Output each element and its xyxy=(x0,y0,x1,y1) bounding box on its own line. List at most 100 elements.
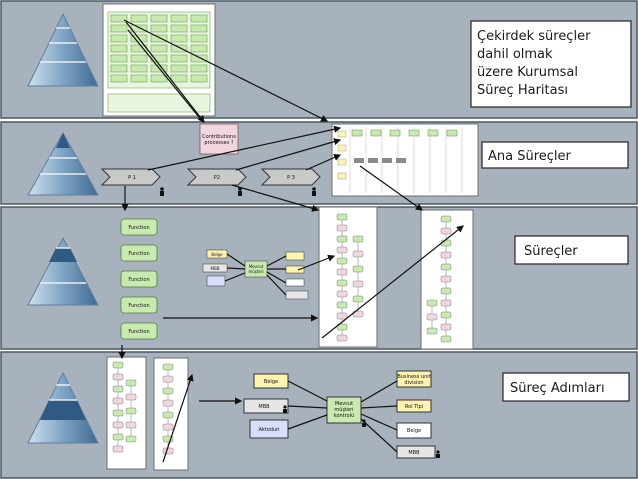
flow-node xyxy=(112,373,124,381)
map-cell xyxy=(150,44,168,53)
map-cell xyxy=(150,24,168,33)
function-box xyxy=(120,322,158,340)
matrix-cell xyxy=(370,129,382,137)
map-cell xyxy=(110,24,128,33)
map-cell xyxy=(170,74,188,83)
pyramid-icon xyxy=(27,131,99,196)
function-label: Function xyxy=(128,303,149,309)
matrix-bar xyxy=(354,158,364,163)
svg-text:MBB: MBB xyxy=(258,404,270,410)
document-box xyxy=(396,422,432,439)
pyramid-icon xyxy=(27,371,99,444)
flow-node xyxy=(162,399,174,407)
function-label: Function xyxy=(128,251,149,257)
svg-text:MBB: MBB xyxy=(211,266,220,271)
flow-node xyxy=(352,295,364,303)
matrix-cell xyxy=(351,129,363,137)
map-cell xyxy=(190,24,208,33)
zoom-arrows xyxy=(118,19,464,463)
level-title-4: Süreç Adımları xyxy=(510,381,605,396)
pyramid-icon xyxy=(27,12,99,87)
level-title-box-1 xyxy=(470,20,632,108)
svg-text:Aktoduri: Aktoduri xyxy=(258,427,279,433)
event-box xyxy=(199,123,239,155)
flow-node xyxy=(352,265,364,273)
flow-node xyxy=(336,312,348,320)
flow-node xyxy=(112,361,124,369)
flow-node xyxy=(162,387,174,395)
svg-text:Mevcut: Mevcut xyxy=(249,264,264,269)
flow-node xyxy=(336,279,348,287)
person-icon xyxy=(312,187,316,196)
enterprise-process-map xyxy=(102,3,216,117)
flow-node xyxy=(112,385,124,393)
svg-text:Rol Tipi: Rol Tipi xyxy=(405,404,423,410)
flow-node xyxy=(336,334,348,342)
map-cell xyxy=(110,14,128,23)
level-title-2: Ana Süreçler xyxy=(488,149,572,164)
map-cell xyxy=(130,14,148,23)
map-cell xyxy=(170,14,188,23)
flow-node xyxy=(440,335,452,343)
flow-node xyxy=(440,263,452,271)
flow-node xyxy=(440,215,452,223)
map-cell xyxy=(170,54,188,63)
flow-node xyxy=(125,407,137,415)
flow-node xyxy=(162,447,174,455)
flow-node xyxy=(440,311,452,319)
flow-node xyxy=(440,227,452,235)
epc-detail: Belge MBB Mevcut müşteri xyxy=(202,249,309,300)
level-title-box-3 xyxy=(514,235,629,265)
flow-node xyxy=(426,313,438,321)
matrix-cell xyxy=(389,129,401,137)
map-cell xyxy=(130,64,148,73)
function-label: Function xyxy=(128,329,149,335)
flow-node xyxy=(336,224,348,232)
flow-node xyxy=(125,393,137,401)
level-title-box-4 xyxy=(502,372,630,402)
matrix-marker xyxy=(337,158,347,166)
matrix-cell xyxy=(408,129,420,137)
flow-node xyxy=(125,435,137,443)
svg-text:Belge: Belge xyxy=(211,252,223,257)
map-cell xyxy=(110,34,128,43)
flow-node xyxy=(112,433,124,441)
level-title-box-2 xyxy=(481,141,629,169)
process-chevron xyxy=(260,168,321,186)
pyramid-icon xyxy=(27,236,99,306)
flow-node xyxy=(336,257,348,265)
flow-node xyxy=(336,268,348,276)
person-icon xyxy=(436,450,440,458)
map-cell xyxy=(170,44,188,53)
function-box xyxy=(120,244,158,262)
flow-node xyxy=(336,246,348,254)
person-icon xyxy=(238,187,242,196)
flow-node xyxy=(426,327,438,335)
matrix-bar xyxy=(368,158,378,163)
person-icon xyxy=(283,405,287,413)
flow-node xyxy=(426,299,438,307)
map-cell xyxy=(110,64,128,73)
flow-node xyxy=(125,421,137,429)
flow-node xyxy=(336,235,348,243)
flow-node xyxy=(112,397,124,405)
map-cell xyxy=(190,34,208,43)
function-box xyxy=(326,396,362,424)
matrix-cell xyxy=(446,129,458,137)
matrix-marker xyxy=(337,144,347,152)
map-cell xyxy=(190,74,208,83)
flow-node xyxy=(352,250,364,258)
process-label: P 3 xyxy=(287,175,295,181)
flow-node xyxy=(440,287,452,295)
map-cell xyxy=(130,54,148,63)
flow-node xyxy=(440,251,452,259)
flow-node xyxy=(112,409,124,417)
map-cell xyxy=(170,24,188,33)
